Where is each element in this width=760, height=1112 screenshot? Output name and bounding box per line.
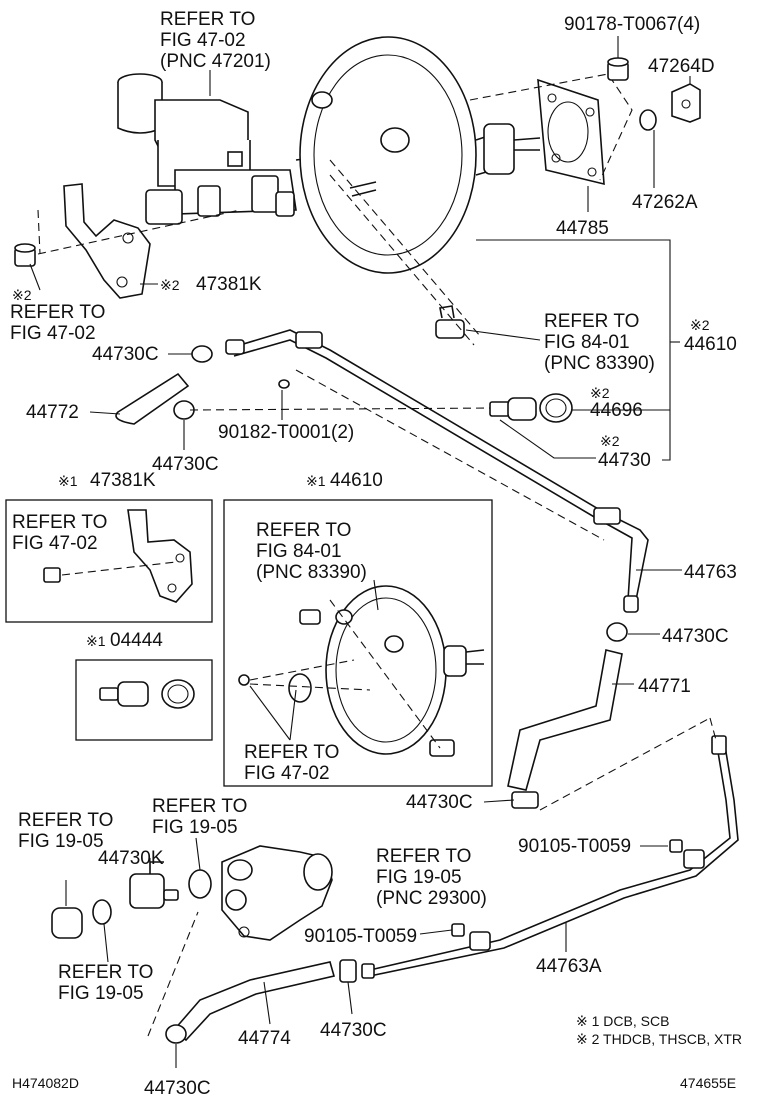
check-valve-top <box>435 305 465 339</box>
box-44610 <box>223 499 493 787</box>
legend-note-1: ※ 1 DCB, SCB <box>576 1013 669 1029</box>
ref-fig4702-left: REFER TO FIG 47-02 <box>10 302 111 344</box>
part-44774: 44774 <box>238 1028 291 1049</box>
part-44610-box: 44610 <box>330 470 383 491</box>
part-44730c-left: 44730C <box>152 454 219 475</box>
footer-code-left: H474082D <box>12 1075 79 1091</box>
part-44730k: 44730K <box>98 848 164 869</box>
mark-1-04444: ※1 <box>86 633 106 649</box>
cap-left <box>51 907 83 939</box>
washer-90182 <box>278 379 290 389</box>
grommet-44696 <box>539 393 573 423</box>
mark-2-left: ※2 <box>12 287 32 303</box>
part-44730c-bottom1: 44730C <box>144 1078 211 1099</box>
ref-fig1905-b: REFER TO FIG 19-05 <box>152 796 253 838</box>
part-04444: 04444 <box>110 630 163 651</box>
ref-fig4702-box1: REFER TO FIG 47-02 <box>12 512 113 554</box>
clip-44730c-mid <box>511 791 539 809</box>
gasket-44785 <box>537 78 605 186</box>
nut-90178 <box>607 57 629 81</box>
hose-44774 <box>172 961 336 1042</box>
part-47381k-box: 47381K <box>90 470 156 491</box>
leader-lines <box>29 36 691 1068</box>
legend-note-2: ※ 2 THDCB, THSCB, XTR <box>576 1031 742 1047</box>
bolt-90105-upper <box>669 839 683 853</box>
ref-fig8401-box: REFER TO FIG 84-01 (PNC 83390) <box>256 520 367 583</box>
part-90105-t0059-upper: 90105-T0059 <box>518 836 631 857</box>
tube-44763 <box>225 329 649 613</box>
ref-fig1905-c: REFER TO FIG 19-05 <box>58 962 159 1004</box>
clip-47262a <box>639 109 657 131</box>
brake-booster <box>299 36 541 274</box>
bolt-90105-lower <box>451 923 465 937</box>
part-44771: 44771 <box>638 676 691 697</box>
master-cylinder <box>117 73 327 225</box>
mark-1-44610: ※1 <box>306 473 326 489</box>
part-44730c-bottom2: 44730C <box>320 1020 387 1041</box>
part-90105-t0059-lower: 90105-T0059 <box>304 926 417 947</box>
part-47262a: 47262A <box>632 192 698 213</box>
part-44785: 44785 <box>556 218 609 239</box>
ref-fig4702-box2: REFER TO FIG 47-02 <box>244 742 345 784</box>
part-44610-main: 44610 <box>684 334 737 355</box>
part-44763a: 44763A <box>536 956 602 977</box>
hose-44771 <box>507 649 623 791</box>
bracket-47381k <box>63 183 151 299</box>
part-44730c-upper: 44730C <box>92 344 159 365</box>
ref-fig8401-top: REFER TO FIG 84-01 (PNC 83390) <box>544 311 655 374</box>
part-44730c-right: 44730C <box>662 626 729 647</box>
ref-fig1905-pnc29300: REFER TO FIG 19-05 (PNC 29300) <box>376 846 487 909</box>
part-90182-t0001: 90182-T0001(2) <box>218 422 354 443</box>
tube-44763a <box>361 735 739 979</box>
part-44730-main: 44730 <box>598 450 651 471</box>
ref-fig4702-pnc47201: REFER TO FIG 47-02 (PNC 47201) <box>160 9 271 72</box>
footer-code-right: 474655E <box>680 1075 736 1091</box>
clip-44730c-bottom1 <box>165 1024 187 1044</box>
part-44696: 44696 <box>590 400 643 421</box>
part-44730c-mid: 44730C <box>406 792 473 813</box>
clevis-47264d <box>671 83 701 123</box>
part-44763: 44763 <box>684 562 737 583</box>
mark-2-44610: ※2 <box>690 317 710 333</box>
part-47381k-main: 47381K <box>196 274 262 295</box>
nut-left <box>14 243 36 267</box>
ref-fig1905-a: REFER TO FIG 19-05 <box>18 810 119 852</box>
union-44730k <box>129 861 179 909</box>
washer-left <box>92 899 112 925</box>
box-04444 <box>75 659 213 741</box>
box-47381k <box>5 499 213 623</box>
o-ring-pump <box>188 869 212 899</box>
clip-44730c-bottom2 <box>339 959 357 983</box>
part-44772: 44772 <box>26 402 79 423</box>
vacuum-pump <box>221 845 333 941</box>
part-90178-t0067: 90178-T0067(4) <box>564 14 700 35</box>
mark-2-47381k: ※2 <box>160 277 180 293</box>
clip-44730c-upper <box>191 345 213 363</box>
mark-1-47381k: ※1 <box>58 473 78 489</box>
mark-2-44730: ※2 <box>600 433 620 449</box>
valve-44730 <box>489 397 537 421</box>
mark-2-44696: ※2 <box>590 385 610 401</box>
clip-44730c-right <box>606 622 628 642</box>
part-47264d: 47264D <box>648 56 715 77</box>
